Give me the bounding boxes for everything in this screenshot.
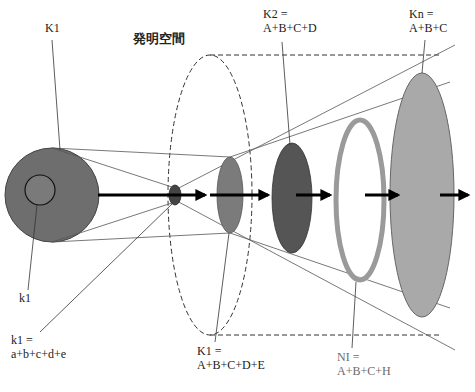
axis-arrows	[98, 194, 468, 197]
k2-ellipse	[272, 143, 312, 253]
leader-lines	[28, 40, 425, 348]
k1-inner-circle	[25, 175, 55, 205]
region-label: 発明空間	[132, 32, 186, 47]
formula-label: NI = A+B+C+H	[336, 351, 398, 379]
k1-circle	[5, 148, 99, 242]
part-label: k1	[18, 292, 32, 306]
cylinder-edge	[210, 55, 440, 56]
formula-label: k1 = a+b+c+d+e	[10, 334, 80, 362]
cylinder-edge	[210, 335, 440, 336]
cone-lines	[52, 45, 455, 350]
part-label: K1	[44, 22, 61, 36]
formula-label: K2 = A+B+C+D	[262, 8, 322, 36]
formula-label: Kn = A+B+C	[408, 8, 458, 36]
formula-label: K1 = A+B+C+D+E	[196, 345, 272, 373]
ni-ring	[336, 120, 384, 280]
